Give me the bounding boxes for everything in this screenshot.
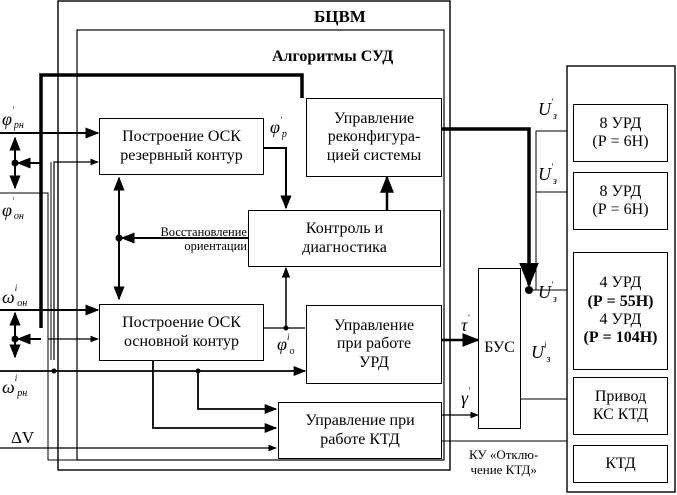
reserve-aux-input	[53, 158, 99, 360]
actuator-urd8-a[interactable]: 8 УРД (Р = 6Н)	[573, 104, 668, 162]
block-bus[interactable]: БУС	[478, 268, 521, 429]
signal-omega-on: ωiон	[2, 283, 28, 309]
junction-dot	[11, 159, 19, 167]
sud-title: Алгоритмы СУД	[272, 48, 394, 65]
signal-u1: U'з	[538, 97, 557, 122]
bcvm-frame	[57, 0, 451, 471]
signal-u2: U'з	[538, 162, 557, 187]
block-ktd-control[interactable]: Управление при работе КТД	[278, 402, 442, 459]
signal-tau: τ'	[461, 313, 470, 335]
signal-phi-p: φ'р	[270, 115, 287, 140]
sud-frame	[76, 29, 445, 461]
signal-phi-o: φiо	[277, 332, 295, 357]
block-reconfig[interactable]: Управление реконфигура- цией системы	[306, 98, 442, 177]
bcvm-title: БЦВМ	[314, 7, 366, 26]
block-control-diagnostics[interactable]: Контроль и диагностика	[248, 210, 441, 267]
signal-u4: Uiз	[531, 340, 551, 365]
block-osk-reserve[interactable]: Построение ОСК резервный контур	[99, 118, 264, 175]
signal-omega-rn: ωiрн	[2, 373, 28, 399]
reconfig-feedback-line	[39, 73, 304, 328]
signal-phi-on: φ'он	[2, 196, 24, 222]
junction-dot	[11, 335, 19, 343]
actuators-frame	[566, 65, 676, 493]
phi-p-line	[264, 147, 292, 210]
osk-main-to-ktd	[152, 348, 278, 434]
actuator-urd4[interactable]: 4 УРД (Р = 55Н) 4 УРД (Р = 104Н)	[573, 252, 668, 370]
actuator-urd8-b[interactable]: 8 УРД (Р = 6Н)	[573, 172, 668, 230]
block-urd-control[interactable]: Управление при работе УРД	[306, 305, 442, 384]
ku-off-ktd-label: КУ «Отклю- чение КТД»	[469, 447, 539, 477]
signal-delta-v: ΔV	[11, 428, 35, 447]
actuator-drive-ks-ktd[interactable]: Привод КС КТД	[573, 377, 668, 435]
reconfig-to-bus	[442, 127, 539, 288]
signal-gamma: γ'	[461, 386, 471, 408]
restore-orientation-label: Восстановление ориентации	[160, 225, 247, 253]
signal-u3: U'з	[538, 280, 557, 305]
actuator-ktd[interactable]: КТД	[573, 445, 668, 483]
block-osk-main[interactable]: Построение ОСК основной контур	[99, 304, 264, 361]
omega-to-ktd	[197, 371, 278, 415]
signal-phi-rn: φ'рн	[2, 105, 24, 131]
u-line-1	[535, 130, 567, 290]
phi-on-frame	[0, 192, 77, 461]
